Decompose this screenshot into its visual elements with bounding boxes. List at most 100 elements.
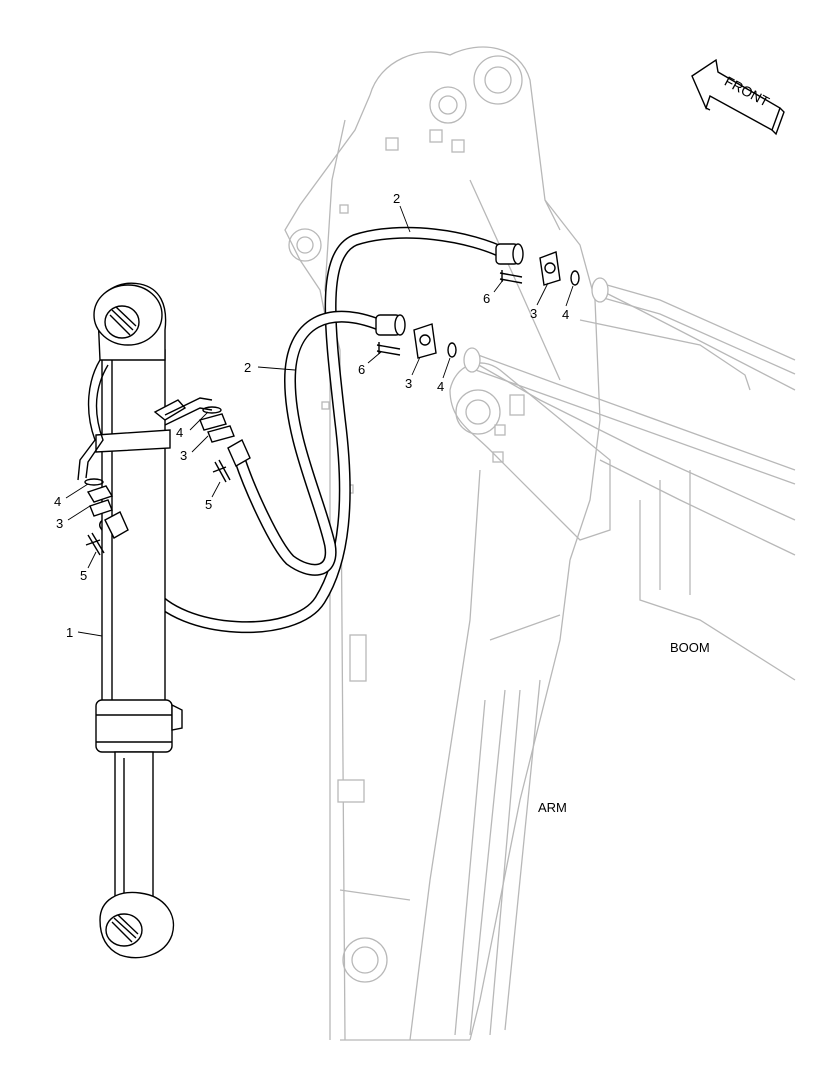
flange-lower-hole (419, 334, 431, 346)
boom-edge-4 (599, 459, 796, 556)
arm-body-front (409, 469, 481, 1041)
cylinder-collar (95, 699, 173, 753)
bolt-lower (376, 342, 401, 356)
leader-6-lower (367, 351, 382, 364)
arm-pin-boss-top (473, 55, 523, 105)
oring-lower (447, 342, 457, 358)
hose-end-cyl-a (104, 511, 129, 539)
boom-edge-6 (659, 470, 691, 595)
bolt-cyl-a (85, 532, 105, 556)
callout-3-cyl-b: 3 (180, 448, 187, 463)
arm-fittings (375, 243, 580, 359)
arm-pin-boss-mid (429, 86, 467, 124)
callout-5-cyl-b: 5 (205, 497, 212, 512)
arm-block-a (429, 129, 443, 143)
hose-lower-inner (235, 312, 385, 575)
hose-end-upper-face (512, 243, 524, 265)
arm-block-g (494, 424, 506, 436)
leader-3-upper (536, 282, 549, 306)
boom-link (449, 362, 611, 541)
leader-4-cyl-a (65, 483, 89, 499)
flange-upper-hole (544, 262, 556, 274)
arm-spine (469, 179, 561, 381)
boom-cylinder (77, 282, 213, 959)
arm-block-c (385, 137, 399, 151)
arm-body-ribs (454, 614, 561, 1036)
callout-4-upper: 4 (562, 307, 569, 322)
leader-5-cyl-b (211, 481, 221, 498)
cylinder-clamp (95, 429, 171, 453)
callout-4-cyl-a: 4 (54, 494, 61, 509)
cylinder-bottom-eye-bush (105, 913, 143, 947)
leader-lines (65, 205, 574, 637)
hose-lower (234, 310, 386, 576)
arm-bottom-pin-hole (351, 946, 379, 974)
flange-upper (539, 251, 561, 286)
arm-bottom-pin (342, 937, 388, 983)
boom-pipe-flange-upper (591, 277, 609, 303)
boom-edge-2 (579, 319, 751, 391)
arm-block-j (349, 634, 367, 682)
leader-4-upper (565, 285, 574, 307)
cylinder-pipe-a (77, 359, 101, 481)
front-arrow-depth (705, 107, 785, 136)
boom-link-hole (465, 399, 491, 425)
callout-5-cyl-a: 5 (80, 568, 87, 583)
boom-edge-3 (469, 359, 796, 521)
arm-left-inner (324, 119, 346, 1041)
hose-end-lower-face (394, 314, 406, 336)
cylinder-rod (114, 751, 154, 903)
boom-pipe-upper (599, 282, 796, 375)
callout-4-cyl-b: 4 (176, 425, 183, 440)
leader-4-cyl-b (189, 411, 209, 431)
boom-arm-structure (284, 46, 796, 1041)
boom-link-boss (455, 389, 501, 435)
cylinder-top-eye-hatch (109, 306, 137, 336)
leader-2-upper (399, 205, 411, 233)
cylinder-top-eye-bush (104, 305, 140, 339)
cylinder-lug (171, 703, 183, 731)
arm-right-edge (544, 199, 601, 561)
leader-1 (77, 631, 103, 637)
cylinder-clamp-tab (153, 399, 187, 421)
callout-3-lower: 3 (405, 376, 412, 391)
callout-6-upper: 6 (483, 291, 490, 306)
leader-3-cyl-a (67, 505, 91, 521)
arm-pin-left (288, 228, 322, 262)
callout-1: 1 (66, 625, 73, 640)
boom-pipe-flange-lower (463, 347, 481, 373)
arm-block-k (337, 779, 365, 803)
leader-3-cyl-b (191, 435, 209, 453)
callout-4-lower: 4 (437, 379, 444, 394)
boom-edge-5 (639, 500, 796, 681)
leader-3-lower (411, 356, 421, 376)
callout-3-cyl-a: 3 (56, 516, 63, 531)
cylinder-fittings (84, 406, 251, 556)
arm-pin-hole-top (484, 66, 512, 94)
arm-label: ARM (538, 800, 567, 815)
leader-4-lower (442, 357, 451, 379)
boom-pipe-lower (469, 351, 796, 485)
callout-2-upper: 2 (393, 191, 400, 206)
arm-block-h (492, 451, 504, 463)
oring-cyl-b (202, 406, 222, 414)
bolt-cyl-b (212, 459, 231, 483)
boom-top-edge (599, 289, 796, 391)
callout-2-lower: 2 (244, 360, 251, 375)
arm-lower-frame (339, 889, 470, 1041)
oring-cyl-a (84, 478, 104, 486)
flange-cyl-b (199, 413, 235, 443)
callout-6-lower: 6 (358, 362, 365, 377)
arm-pin-hole-mid (438, 95, 458, 115)
arm-block-e (321, 401, 330, 410)
flange-cyl-a (86, 485, 114, 517)
arm-block-l (509, 394, 525, 416)
arm-block-b (451, 139, 465, 153)
front-arrow-shape (691, 58, 781, 132)
arm-top-knuckle (369, 46, 561, 231)
cylinder-bottom-eye-hatch (111, 914, 139, 943)
arm-block-d (339, 204, 349, 214)
arm-body-right (469, 559, 571, 1041)
cylinder-pipe-a-2 (85, 364, 109, 479)
leader-5-cyl-a (87, 551, 97, 569)
